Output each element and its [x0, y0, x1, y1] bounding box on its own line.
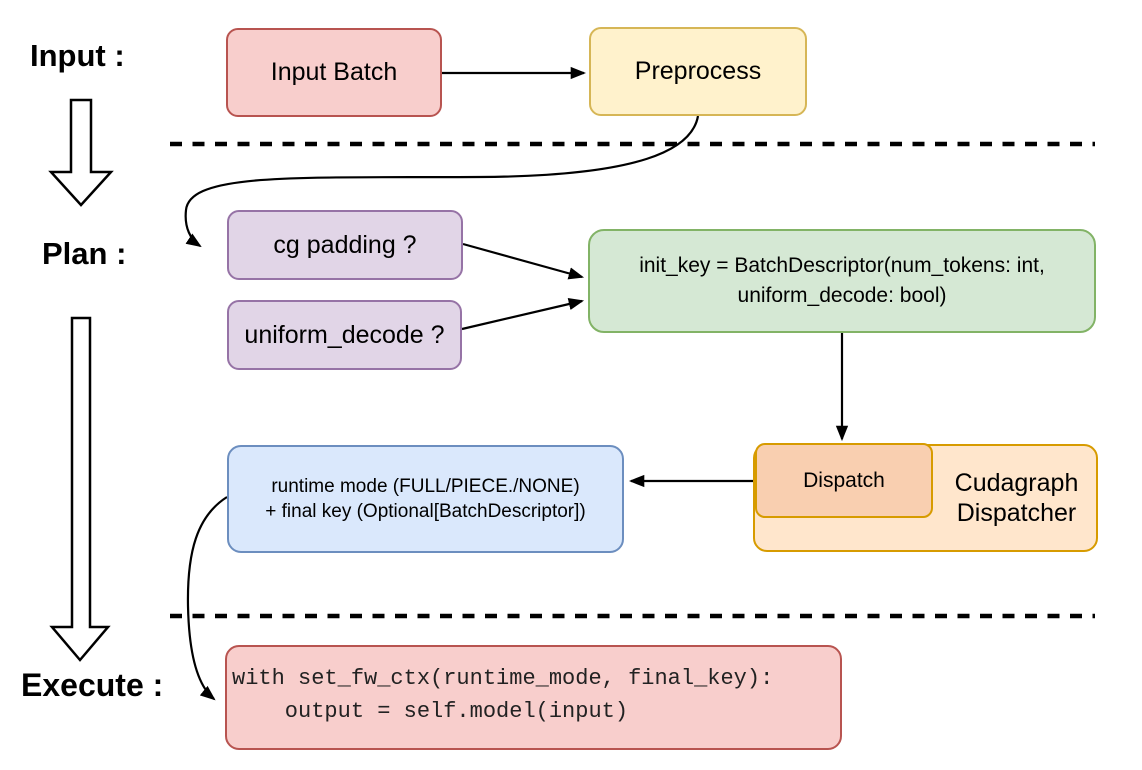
- arrow-uniform-decode-to-init-key: [461, 298, 585, 331]
- node-cudagraph-dispatcher-line1: Cudagraph: [954, 469, 1079, 497]
- hollow-arrow-plan-to-execute: [49, 316, 111, 662]
- node-dispatch: Dispatch: [755, 443, 933, 518]
- section-label-input: Input :: [30, 38, 125, 73]
- node-init-key-line2: uniform_decode: bool): [737, 284, 947, 307]
- execute-code-line2: output = self.model(input): [232, 699, 629, 724]
- node-cg-padding-label: cg padding ?: [273, 230, 417, 259]
- node-dispatch-label: Dispatch: [803, 468, 885, 492]
- section-label-plan: Plan :: [42, 236, 127, 271]
- node-input-batch: Input Batch: [226, 28, 442, 117]
- section-label-execute: Execute :: [21, 667, 164, 703]
- arrow-runtime-mode-to-execute-code: [186, 496, 228, 701]
- node-execute-code: with set_fw_ctx(runtime_mode, final_key)…: [225, 645, 842, 750]
- node-uniform-decode: uniform_decode ?: [227, 300, 462, 370]
- execute-code-line1: with set_fw_ctx(runtime_mode, final_key)…: [232, 666, 774, 691]
- node-cg-padding: cg padding ?: [227, 210, 463, 280]
- node-cudagraph-dispatcher-line2: Dispatcher: [956, 499, 1077, 527]
- arrow-cg-padding-to-init-key: [462, 242, 585, 280]
- node-preprocess: Preprocess: [589, 27, 807, 116]
- node-runtime-mode-line2: + final key (Optional[BatchDescriptor]): [265, 501, 586, 522]
- node-init-key-line1: init_key = BatchDescriptor(num_tokens: i…: [639, 254, 1045, 277]
- arrow-preprocess-to-cg-padding: [184, 115, 700, 248]
- node-runtime-mode-line1: runtime mode (FULL/PIECE./NONE): [271, 476, 580, 497]
- node-uniform-decode-label: uniform_decode ?: [244, 320, 445, 349]
- node-preprocess-label: Preprocess: [634, 57, 762, 85]
- node-input-batch-label: Input Batch: [270, 58, 398, 86]
- hollow-arrow-input-to-plan: [48, 98, 114, 207]
- node-runtime-mode-final-key: runtime mode (FULL/PIECE./NONE) + final …: [227, 445, 624, 553]
- node-init-key: init_key = BatchDescriptor(num_tokens: i…: [588, 229, 1096, 333]
